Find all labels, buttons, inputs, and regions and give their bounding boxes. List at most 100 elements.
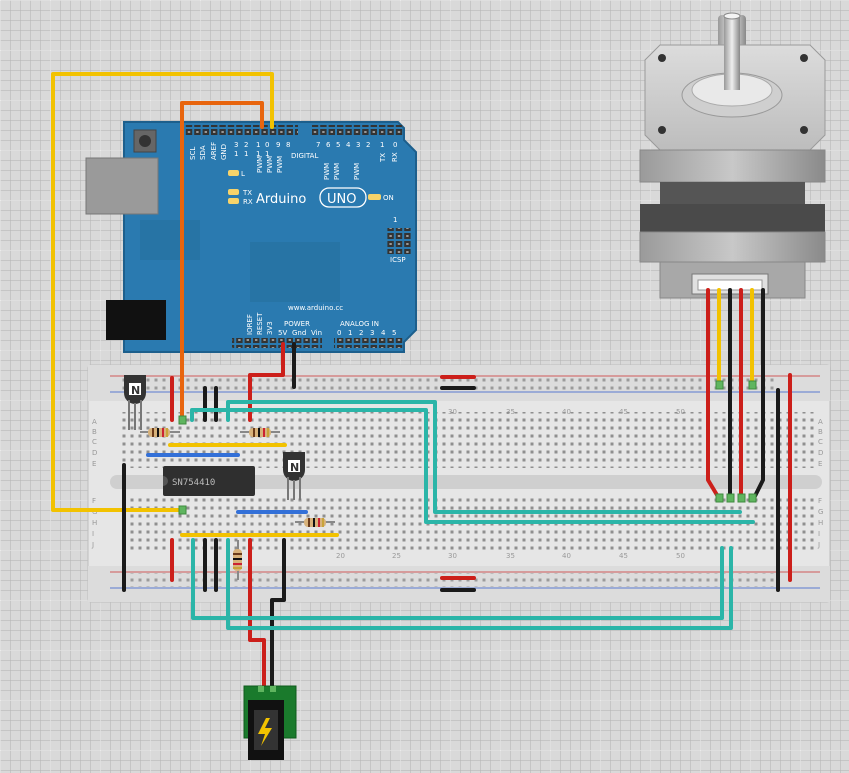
col-label-25-bottom: 25 — [392, 552, 401, 560]
digital-header-right — [312, 125, 404, 135]
col-label-45-bottom: 45 — [619, 552, 628, 560]
analog-pin-1: 1 — [348, 329, 352, 337]
row-label-a-right: A — [818, 418, 823, 426]
arduino-model: UNO — [327, 192, 356, 207]
analog-pin-2: 2 — [359, 329, 363, 337]
pwm-label-10: PWM — [266, 156, 274, 173]
pin-label-11b: 1 — [256, 150, 260, 158]
motor-wire-red-1 — [706, 288, 722, 502]
led-on — [368, 194, 381, 200]
motor-wire-black-2 — [751, 288, 765, 502]
transistor-left: N — [124, 375, 146, 430]
led-label-tx: TX — [242, 189, 252, 197]
power-pin-ioref: IOREF — [246, 314, 254, 335]
led-tx — [228, 189, 239, 195]
col-label-20-bottom: 20 — [336, 552, 345, 560]
analog-label: ANALOG IN — [340, 320, 379, 328]
pwm-label-6: PWM — [323, 163, 331, 180]
pin-label-13b: 1 — [234, 150, 238, 158]
row-label-e: E — [92, 460, 96, 468]
col-label-45: 45 — [619, 408, 628, 416]
analog-header — [334, 338, 404, 348]
power-pin-reset: RESET — [256, 312, 264, 335]
row-label-d: D — [92, 449, 97, 457]
pin-label-13: 3 — [234, 141, 238, 149]
power-label: POWER — [284, 320, 310, 328]
pin-label-10: 0 — [265, 141, 269, 149]
row-label-h-right: H — [818, 519, 823, 527]
resistor-1 — [140, 428, 180, 437]
pin-label-scl: SCL — [189, 147, 197, 160]
transistor-right-label: N — [290, 461, 299, 474]
led-l — [228, 170, 239, 176]
analog-pin-4: 4 — [381, 329, 386, 337]
col-label-35-bottom: 35 — [506, 552, 515, 560]
rx-pin-label: RX — [391, 152, 399, 162]
col-label-50: 50 — [676, 408, 685, 416]
pin-label-11: 1 — [256, 141, 260, 149]
row-label-e-right: E — [818, 460, 822, 468]
wire-red-5v — [248, 342, 285, 422]
analog-pin-3: 3 — [370, 329, 374, 337]
arduino-brand: Arduino — [256, 192, 306, 207]
digital-label: DIGITAL — [291, 152, 318, 160]
row-label-i-right: I — [818, 530, 820, 538]
row-label-j-right: J — [817, 541, 820, 549]
pin-label-5: 5 — [336, 141, 340, 149]
pin-label-12: 2 — [244, 141, 248, 149]
row-label-f: F — [92, 497, 96, 505]
resistor-2 — [240, 428, 280, 437]
led-label-l: L — [241, 170, 245, 178]
usb-port — [85, 157, 159, 215]
pwm-label-3: PWM — [353, 163, 361, 180]
arduino-uno-board: SCL SDA AREF GND 3 1 2 1 1 1 0 1 9 8 PWM… — [85, 121, 417, 353]
pin-label-2: 2 — [366, 141, 370, 149]
tx-pin-label: TX — [379, 153, 387, 163]
led-label-rx: RX — [243, 198, 253, 206]
lightning-icon — [258, 718, 272, 746]
pin-label-9: 9 — [276, 141, 280, 149]
col-label-40: 40 — [562, 408, 571, 416]
power-pin-3v3: 3V3 — [266, 321, 274, 335]
ic-label: SN754410 — [172, 478, 215, 488]
col-label-50-bottom: 50 — [676, 552, 685, 560]
row-label-c: C — [92, 438, 97, 446]
col-label-35: 35 — [506, 408, 515, 416]
wire-orange-digital-to-board — [180, 101, 264, 422]
dc-barrel-jack — [106, 300, 166, 340]
icsp-label: ICSP — [390, 256, 406, 264]
pin-label-1: 1 — [380, 141, 384, 149]
wire-teal-1 — [190, 408, 755, 524]
row-label-h: H — [92, 519, 97, 527]
stepper-motor — [639, 12, 826, 299]
power-pin-5v: 5V — [278, 329, 287, 337]
pwm-label-11: PWM — [256, 156, 264, 173]
wire-teal-3 — [191, 538, 724, 620]
wire-teal-4 — [226, 538, 733, 630]
on-label: ON — [383, 194, 394, 202]
pin-label-0: 0 — [393, 141, 397, 149]
transistor-right: N — [283, 452, 305, 500]
wire-teal-2 — [226, 400, 742, 514]
row-label-b: B — [92, 428, 97, 436]
pin-label-gnd: GND — [220, 144, 228, 160]
wire-yellow-digital-to-board — [51, 72, 274, 512]
pwm-label-5: PWM — [333, 163, 341, 180]
pin-label-10b: 1 — [265, 150, 269, 158]
power-jack — [243, 685, 297, 760]
pin-label-8: 8 — [286, 141, 290, 149]
pin-label-6: 6 — [326, 141, 331, 149]
digital-header-left — [180, 125, 298, 135]
led-rx — [228, 198, 239, 204]
icsp-header — [386, 228, 412, 254]
power-pin-vin: Vin — [311, 329, 322, 337]
pin-label-3: 3 — [356, 141, 360, 149]
row-label-f-right: F — [818, 497, 822, 505]
ic-chip: SN754410 — [163, 466, 255, 496]
row-label-b-right: B — [818, 428, 823, 436]
pin-label-12b: 1 — [244, 150, 248, 158]
pin-label-aref: AREF — [210, 142, 218, 160]
resistor-3 — [295, 518, 335, 527]
pin-label-7: 7 — [316, 141, 320, 149]
